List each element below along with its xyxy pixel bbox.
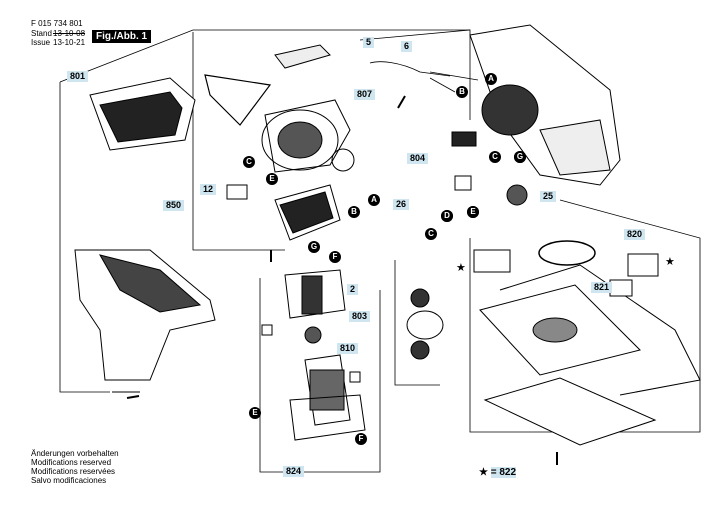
connector-letter-f: F bbox=[355, 433, 367, 445]
base-plate-shape bbox=[479, 284, 657, 446]
fan-housing-shape bbox=[261, 99, 355, 173]
connector-letter-e: E bbox=[467, 206, 479, 218]
notes-block: Änderungen vorbehalten Modifications res… bbox=[31, 449, 119, 485]
part-label-2: 2 bbox=[347, 284, 359, 295]
part-label-6: 6 bbox=[401, 41, 413, 52]
star-marker: ★ bbox=[456, 262, 466, 274]
note-line: Änderungen vorbehalten bbox=[31, 449, 119, 458]
connector-letter-e: E bbox=[266, 173, 278, 185]
note-line: Modifications reservées bbox=[31, 467, 116, 476]
figure-label: Fig./Abb. 1 bbox=[92, 30, 152, 43]
connector-letter-f: F bbox=[329, 251, 341, 263]
part-label-824: 824 bbox=[283, 466, 305, 477]
connector-letter-b: B bbox=[348, 206, 360, 218]
part-label-12: 12 bbox=[200, 184, 217, 195]
frame-line-801 bbox=[59, 82, 110, 393]
part-label-804: 804 bbox=[407, 153, 429, 164]
frame-803 bbox=[394, 260, 440, 386]
part-label-810: 810 bbox=[337, 343, 359, 354]
legend-text: = 822 bbox=[490, 467, 517, 478]
frame-top bbox=[59, 29, 470, 83]
armature-shape bbox=[289, 354, 366, 441]
issue-date: 13-10-21 bbox=[53, 38, 86, 47]
note-line: Modifications reserved bbox=[31, 458, 112, 467]
connector-letter-g: G bbox=[308, 241, 320, 253]
body-housing-shape bbox=[74, 249, 216, 381]
handle-housing-shape bbox=[89, 77, 196, 151]
part-label-850: 850 bbox=[163, 200, 185, 211]
part-label-801: 801 bbox=[67, 71, 89, 82]
connector-letter-e: E bbox=[249, 407, 261, 419]
star-marker: ★ bbox=[665, 256, 675, 268]
connector-letter-b: B bbox=[456, 86, 468, 98]
part-label-5: 5 bbox=[363, 37, 375, 48]
frame-base bbox=[469, 199, 701, 433]
note-line: Salvo modificaciones bbox=[31, 476, 107, 485]
part-label-820: 820 bbox=[624, 229, 646, 240]
main-housing-shape bbox=[469, 24, 621, 186]
stand-date: 13-10-08 bbox=[53, 29, 86, 38]
issue-label: Issue bbox=[31, 38, 51, 47]
connector-letter-g: G bbox=[514, 151, 526, 163]
part-label-807: 807 bbox=[354, 89, 376, 100]
connector-letter-c: C bbox=[489, 151, 501, 163]
stand-label: Stand bbox=[31, 29, 52, 38]
part-label-26: 26 bbox=[393, 199, 410, 210]
part-label-25: 25 bbox=[540, 191, 557, 202]
legend-822: ★ = 822 bbox=[479, 467, 517, 478]
frame-824 bbox=[259, 278, 381, 473]
part-label-821: 821 bbox=[591, 282, 613, 293]
doc-number: F 015 734 801 bbox=[31, 19, 83, 28]
part-label-803: 803 bbox=[349, 311, 371, 322]
connector-letter-a: A bbox=[368, 194, 380, 206]
connector-letter-a: A bbox=[485, 73, 497, 85]
legend-star: ★ bbox=[479, 467, 488, 478]
connector-letter-c: C bbox=[243, 156, 255, 168]
connector-letter-d: D bbox=[441, 210, 453, 222]
connector-letter-c: C bbox=[425, 228, 437, 240]
